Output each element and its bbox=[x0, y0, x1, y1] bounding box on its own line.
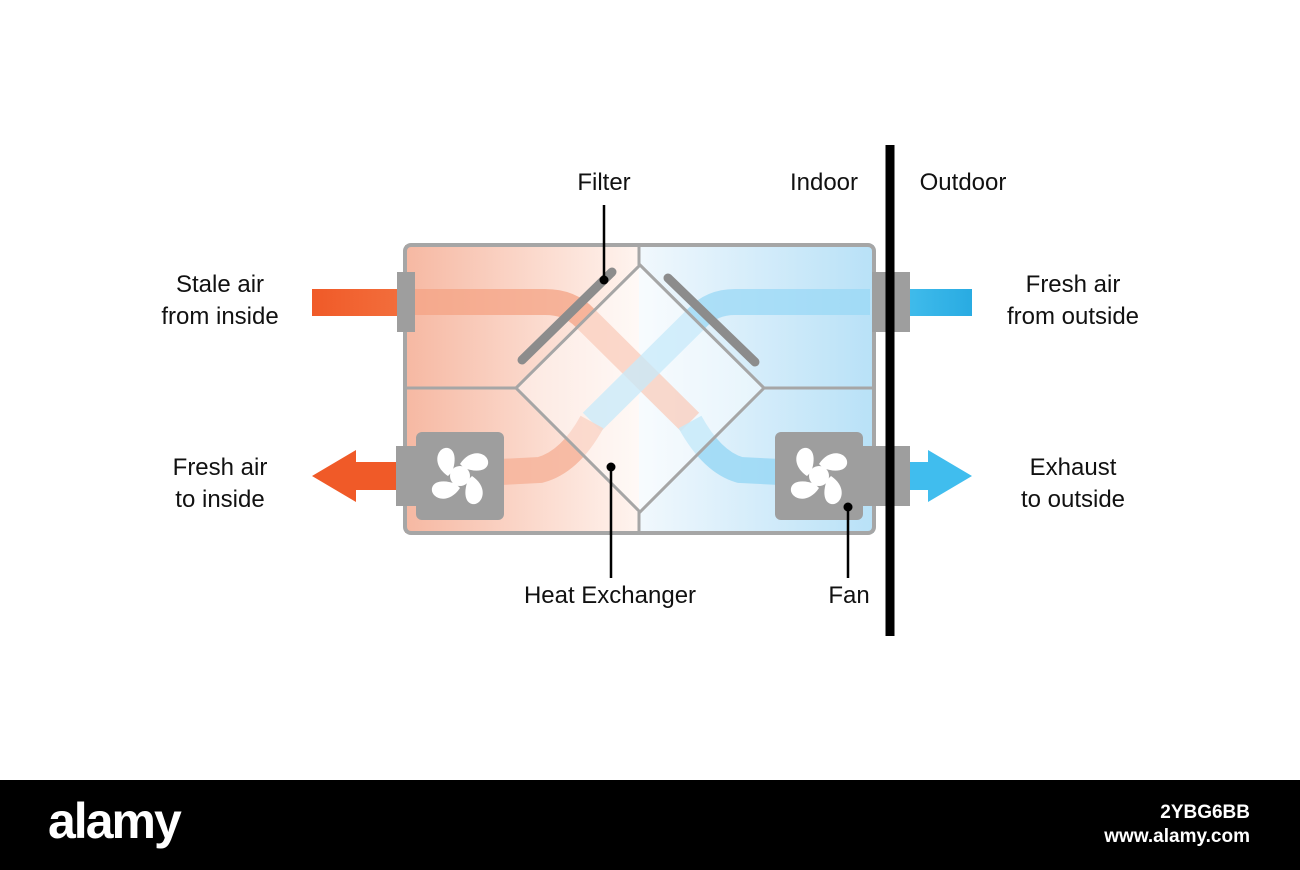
watermark-footer: alamy 2YBG6BB www.alamy.com bbox=[0, 780, 1300, 870]
label-outdoor: Outdoor bbox=[919, 169, 1007, 196]
label-indoor: Indoor bbox=[789, 169, 859, 196]
exhaust-connector bbox=[860, 446, 910, 506]
watermark-site: www.alamy.com bbox=[1104, 826, 1250, 847]
exhaust-duct bbox=[678, 415, 781, 485]
fan-left-icon bbox=[431, 447, 489, 505]
fresh-to-inside-duct bbox=[499, 415, 604, 485]
label-exhaust: Exhaust to outside bbox=[1020, 454, 1126, 513]
stale-air-connector bbox=[397, 272, 415, 332]
label-filter: Filter bbox=[577, 169, 631, 196]
label-heat-exchanger: Heat Exchanger bbox=[523, 582, 697, 609]
fresh-to-inside-arrow bbox=[312, 450, 400, 502]
label-stale-air: Stale air from inside bbox=[161, 271, 279, 330]
fresh-to-inside-connector bbox=[396, 446, 418, 506]
label-fresh-air-to-inside: Fresh air to inside bbox=[172, 454, 268, 513]
filter-left bbox=[517, 267, 617, 365]
watermark-image-code: 2YBG6BB bbox=[1160, 802, 1250, 823]
fan-leader bbox=[843, 502, 853, 578]
diagram: Filter Indoor Outdoor Stale air from ins… bbox=[161, 145, 1140, 636]
hrv-diagram-svg bbox=[312, 145, 972, 636]
heat-exchanger-leader bbox=[606, 462, 616, 578]
fan-right bbox=[775, 432, 863, 520]
stale-air-arrow bbox=[312, 289, 405, 316]
fan-right-icon bbox=[790, 447, 848, 505]
filter-leader bbox=[599, 205, 609, 285]
filter-right bbox=[663, 273, 760, 367]
label-fan: Fan bbox=[828, 582, 870, 609]
fan-left bbox=[416, 432, 504, 520]
label-fresh-air-from-outside: Fresh air from outside bbox=[1006, 271, 1140, 330]
exhaust-arrow bbox=[900, 450, 972, 502]
fresh-air-duct bbox=[582, 289, 870, 432]
watermark-brand: alamy bbox=[48, 793, 182, 849]
